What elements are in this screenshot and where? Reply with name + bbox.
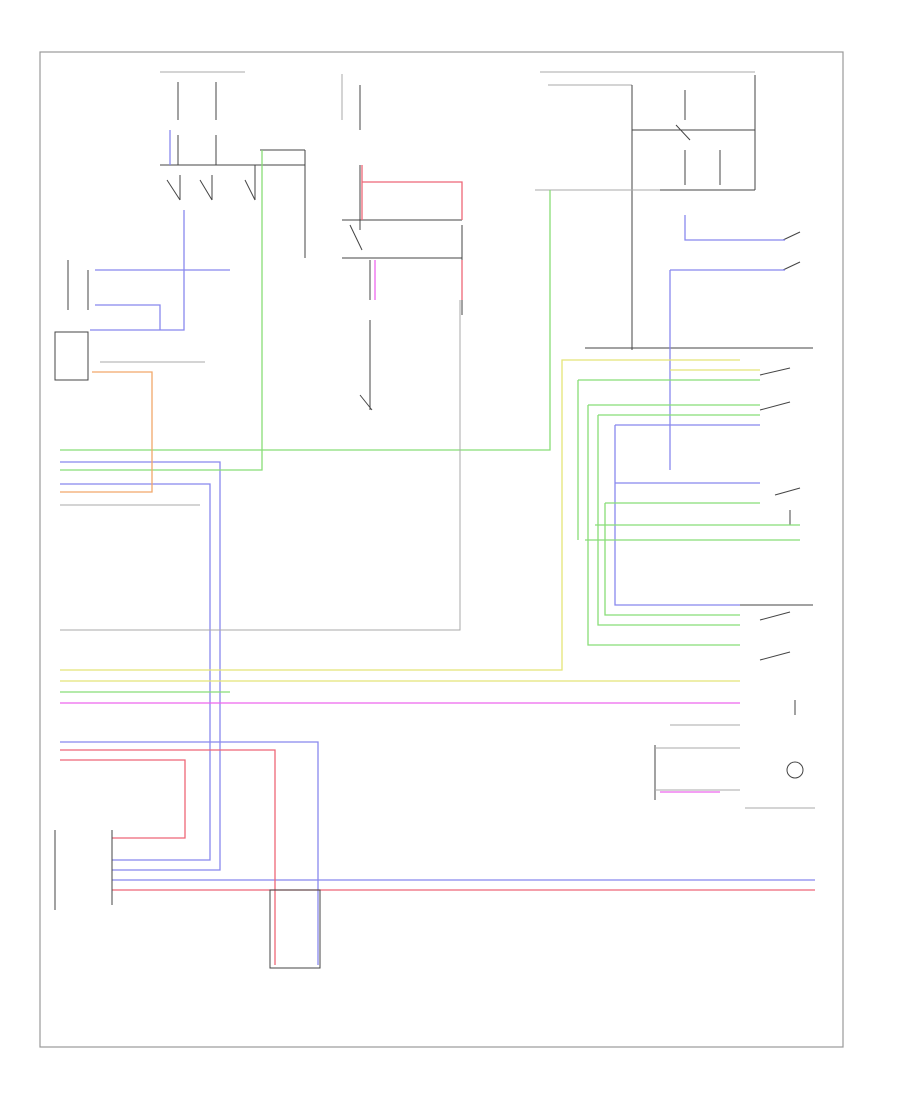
wire-green-10 xyxy=(604,503,740,616)
wire-green-1 xyxy=(60,150,263,471)
wire-blue-4 xyxy=(95,304,161,330)
bottom-left-connector xyxy=(54,830,113,910)
gray-links xyxy=(60,300,740,791)
wire-red-4 xyxy=(60,759,186,839)
wire-green-2 xyxy=(60,190,551,451)
wire-blue-5 xyxy=(60,461,221,871)
center-relay xyxy=(341,74,463,411)
left-connector xyxy=(54,260,89,381)
wire-orange-1 xyxy=(60,371,153,493)
wire-blue-14 xyxy=(684,215,785,241)
wire-blue-12 xyxy=(614,425,740,606)
wire-blue-7 xyxy=(60,741,319,965)
wire-red-3 xyxy=(60,749,276,965)
wire-green-8 xyxy=(597,415,740,626)
wire-green-6 xyxy=(587,405,740,646)
right-fuse-block xyxy=(535,71,813,350)
bottom-center-box xyxy=(269,889,321,969)
wire-blue-2 xyxy=(90,210,185,331)
left-fuse-block xyxy=(160,71,306,258)
wire-blue-6 xyxy=(60,483,211,861)
wire-red-1 xyxy=(362,181,463,220)
right-switches xyxy=(654,231,815,809)
wires xyxy=(60,130,815,965)
diagram-frame xyxy=(39,51,844,1048)
wire-yellow-1 xyxy=(60,359,740,671)
